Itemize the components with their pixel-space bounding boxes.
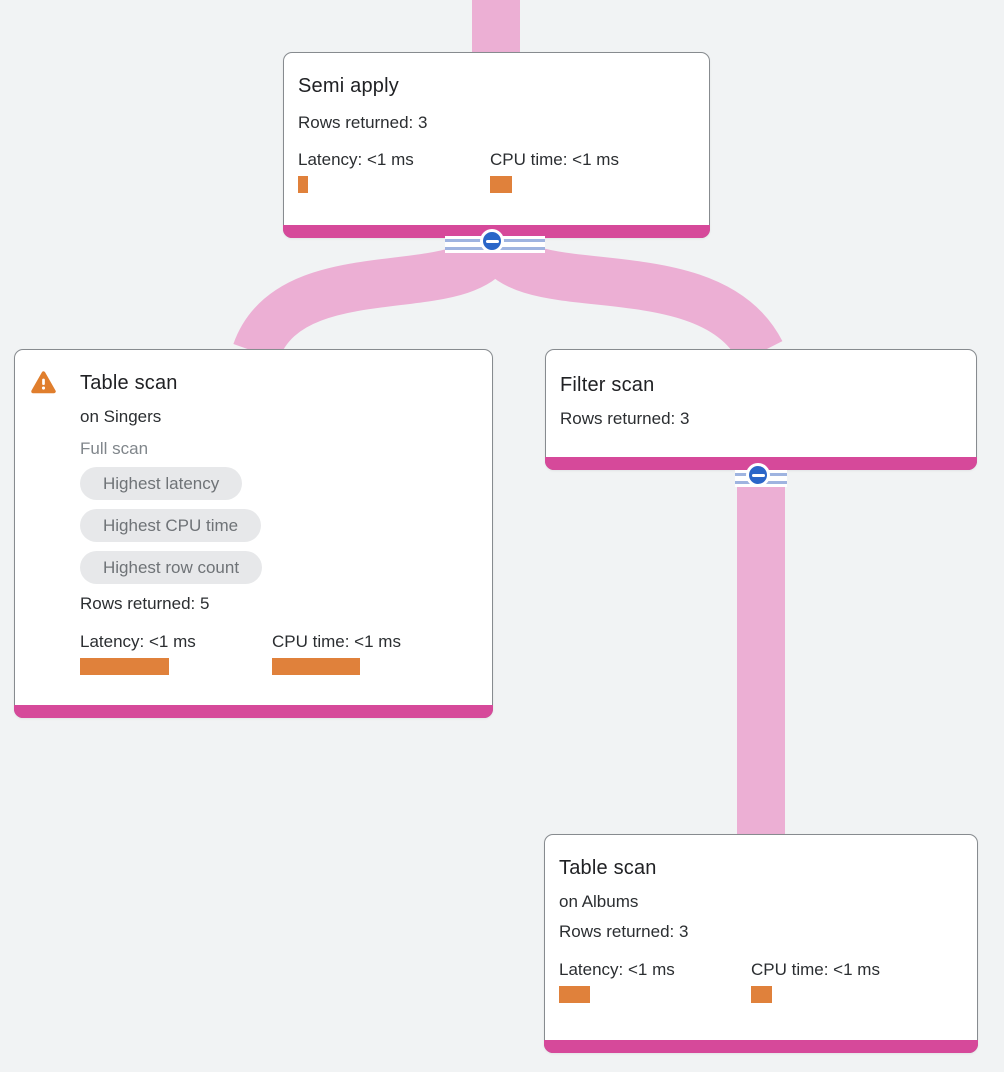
node-subtitle: on Albums (559, 892, 639, 911)
cpu-time-bar (272, 658, 360, 675)
edge-semi-apply-to-filter-scan (471, 230, 783, 365)
node-title: Semi apply (298, 75, 399, 97)
rows-returned: Rows returned: 3 (298, 113, 428, 132)
latency-label: Latency: <1 ms (559, 960, 675, 979)
edge-semi-apply-to-table-scan-singers (233, 230, 519, 362)
cpu-time-label: CPU time: <1 ms (490, 150, 619, 169)
cpu-time-bar (751, 986, 772, 1003)
edge-filter-scan-to-table-scan-albums (737, 476, 785, 835)
node-semi-apply[interactable]: Semi apply Rows returned: 3 Latency: <1 … (283, 52, 710, 238)
cpu-time-bar (490, 176, 512, 193)
minus-icon (751, 473, 765, 477)
node-table-scan-albums[interactable]: Table scan on Albums Rows returned: 3 La… (544, 834, 978, 1053)
rows-returned: Rows returned: 5 (80, 594, 210, 613)
latency-bar (80, 658, 169, 675)
cpu-time-label: CPU time: <1 ms (272, 632, 401, 651)
edge-parent-to-semi-apply (472, 0, 520, 55)
node-table-scan-singers[interactable]: Table scan on Singers Full scan Highest … (14, 349, 493, 718)
collapse-node-button-filter-scan[interactable] (746, 463, 770, 487)
collapse-node-button-semi-apply[interactable] (480, 229, 504, 253)
latency-label: Latency: <1 ms (80, 632, 196, 651)
minus-icon (485, 239, 499, 243)
node-title: Table scan (559, 857, 657, 879)
cpu-time-label: CPU time: <1 ms (751, 960, 880, 979)
latency-bar (298, 176, 308, 193)
badge-highest-latency: Highest latency (80, 467, 243, 500)
badge-highest-row-count: Highest row count (80, 551, 263, 584)
node-title: Filter scan (560, 374, 655, 396)
warning-icon (31, 371, 56, 394)
latency-label: Latency: <1 ms (298, 150, 414, 169)
node-title: Table scan (80, 372, 178, 394)
badge-highest-cpu-time: Highest CPU time (80, 509, 262, 542)
rows-returned: Rows returned: 3 (560, 409, 690, 428)
node-bottom-strip (14, 705, 493, 718)
rows-returned: Rows returned: 3 (559, 922, 689, 941)
scan-type: Full scan (80, 439, 149, 458)
node-subtitle: on Singers (80, 407, 162, 426)
node-filter-scan[interactable]: Filter scan Rows returned: 3 (545, 349, 977, 470)
latency-bar (559, 986, 590, 1003)
node-bottom-strip (544, 1040, 978, 1053)
